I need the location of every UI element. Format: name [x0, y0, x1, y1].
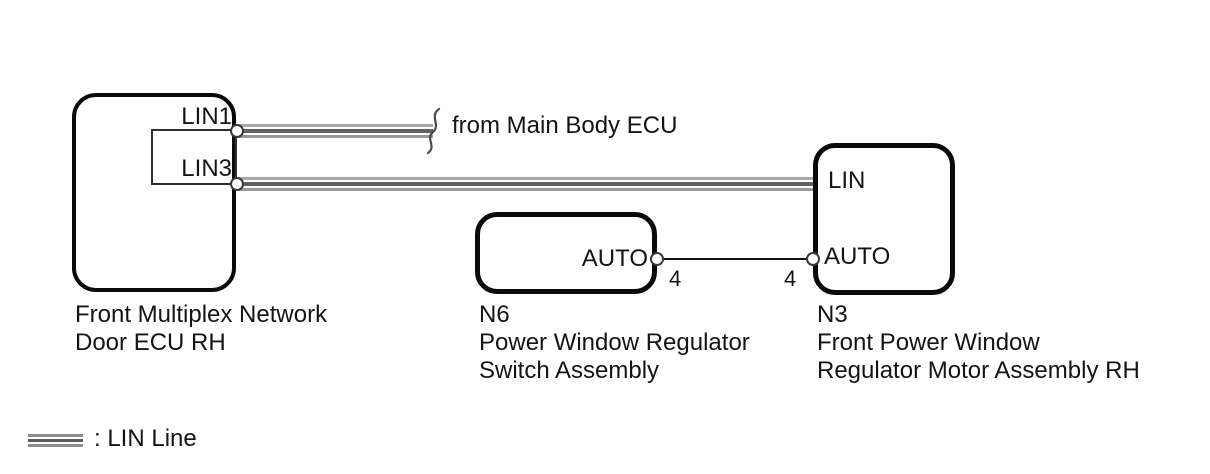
n3-caption: N3 Front Power Window Regulator Motor As… — [817, 301, 1140, 385]
n3-auto-pin-label: AUTO — [824, 243, 891, 270]
ecu-caption-line1: Front Multiplex Network — [75, 301, 328, 328]
legend-lin-line-label: : LIN Line — [94, 425, 197, 452]
auto-wire — [657, 258, 813, 260]
n3-box — [813, 143, 955, 295]
n6-auto-terminal-circle — [650, 252, 664, 266]
n6-caption-line2: Switch Assembly — [479, 357, 660, 384]
ecu-lin1-terminal-circle — [230, 124, 244, 138]
n3-caption-line1: Front Power Window — [817, 329, 1040, 356]
ecu-lin3-terminal-circle — [230, 177, 244, 191]
n6-terminal-number: 4 — [669, 266, 682, 291]
ecu-caption-line2: Door ECU RH — [75, 329, 226, 356]
n3-code: N3 — [817, 301, 848, 328]
n3-caption-line2: Regulator Motor Assembly RH — [817, 357, 1140, 384]
lin-line-sample-icon — [28, 434, 83, 447]
ecu-box — [72, 93, 236, 292]
ecu-inner-rect — [151, 129, 237, 185]
n3-terminal-number: 4 — [784, 266, 797, 291]
n6-caption-line1: Power Window Regulator — [479, 329, 750, 356]
wire-break-icon — [426, 107, 441, 155]
lin3-wire — [237, 177, 813, 191]
ecu-caption: Front Multiplex Network Door ECU RH — [75, 301, 327, 357]
n6-box — [475, 212, 657, 294]
n6-code: N6 — [479, 301, 510, 328]
from-main-body-ecu-label: from Main Body ECU — [452, 112, 678, 139]
n6-auto-pin-label: AUTO — [581, 245, 648, 272]
ecu-pin1-label: LIN1 — [181, 103, 232, 130]
n3-lin-pin-label: LIN — [828, 167, 866, 194]
ecu-pin3-label: LIN3 — [181, 155, 232, 182]
lin1-wire — [237, 124, 433, 138]
n6-caption: N6 Power Window Regulator Switch Assembl… — [479, 301, 750, 385]
n3-auto-terminal-circle — [806, 252, 820, 266]
